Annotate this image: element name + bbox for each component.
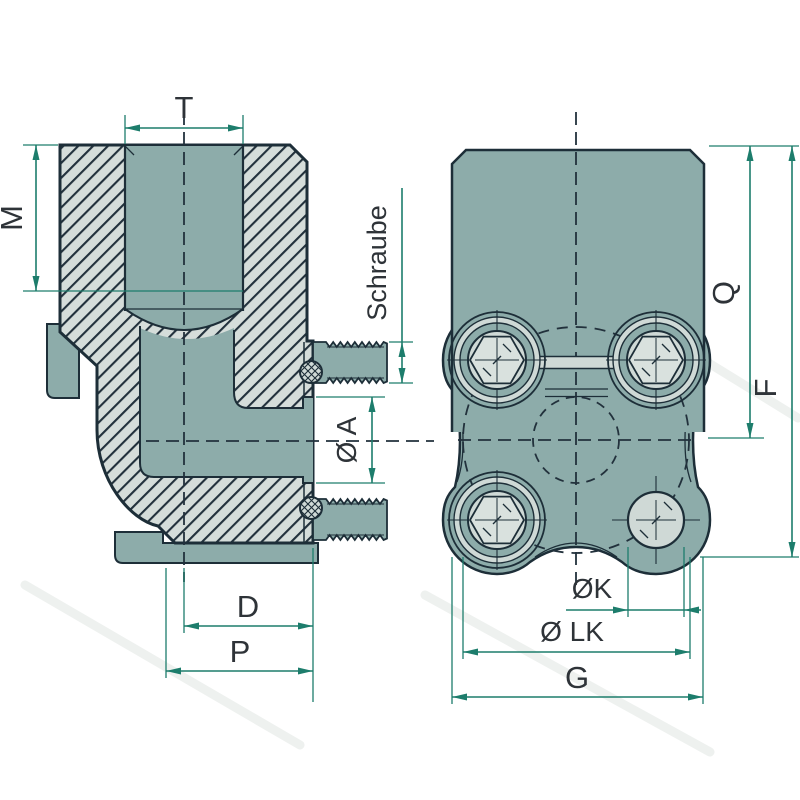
dim-schraube: Schraube: [362, 188, 413, 384]
dim-label-schraube: Schraube: [362, 205, 392, 321]
dim-G: G: [451, 557, 704, 704]
dim-D: D: [183, 548, 314, 702]
dim-label-P: P: [230, 634, 251, 669]
bore-chamfer-right: [233, 145, 244, 156]
dim-label-bolt-circle-diameter: Ø LK: [540, 616, 604, 647]
dim-F: F: [700, 146, 799, 558]
clamp-bridge: [526, 355, 627, 398]
dim-port-diameter: Ø A: [316, 396, 385, 484]
dim-label-T: T: [175, 90, 194, 125]
dim-T: T: [124, 90, 244, 144]
dim-P: P: [165, 568, 313, 678]
right-view-front: [441, 112, 712, 592]
bore-chamfer-left: [124, 145, 135, 156]
screw-stud-top: [312, 341, 388, 384]
port-upper-edge: [233, 330, 313, 409]
dim-label-bolt-hole-diameter: ØK: [572, 573, 613, 604]
dim-label-D: D: [237, 589, 259, 624]
screw-stud-bottom: [312, 498, 388, 541]
dim-label-G: G: [565, 660, 589, 695]
o-ring-top: [299, 360, 323, 384]
bore-vertical: [125, 146, 243, 310]
dim-label-F: F: [748, 379, 783, 398]
dim-label-M: M: [0, 205, 29, 231]
o-ring-bottom: [299, 496, 323, 520]
dim-label-Q: Q: [706, 281, 741, 305]
dimensions-layer: T M Schraube Ø A: [0, 90, 799, 704]
bore-dome-line: [124, 308, 244, 331]
dim-M: M: [0, 144, 243, 292]
dim-Q: Q: [706, 145, 799, 439]
left-view-section: [46, 112, 434, 582]
dim-label-port-diameter: Ø A: [331, 416, 362, 463]
port-lower-edge: [139, 326, 313, 484]
flange-block-outline: [450, 148, 706, 432]
dim-bolt-hole-diameter: ØK: [566, 547, 701, 617]
dim-bolt-circle-diameter: Ø LK: [462, 557, 691, 659]
